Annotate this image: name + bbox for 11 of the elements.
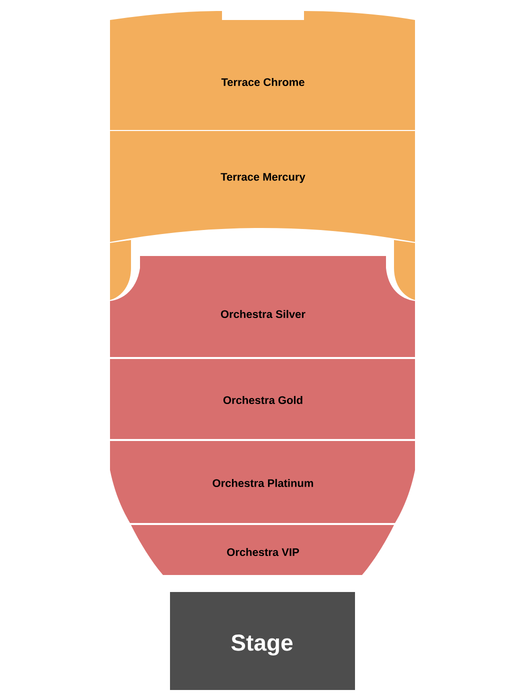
node-label: Terrace Chrome — [221, 78, 304, 86]
terrace-section: Terrace Mercury — [110, 131, 415, 242]
orchestra-section: Orchestra Silver — [110, 256, 415, 357]
terrace-side-section — [110, 240, 131, 300]
terrace-side-section — [394, 240, 415, 300]
orchestra-section: Orchestra VIP — [131, 525, 394, 575]
terrace-section: Terrace Chrome — [110, 11, 415, 130]
orchestra-section: Orchestra Gold — [110, 359, 415, 439]
orchestra-section: Orchestra Platinum — [110, 441, 415, 523]
node-label: Terrace Mercury — [220, 173, 306, 183]
stage-box: Stage — [170, 592, 355, 690]
